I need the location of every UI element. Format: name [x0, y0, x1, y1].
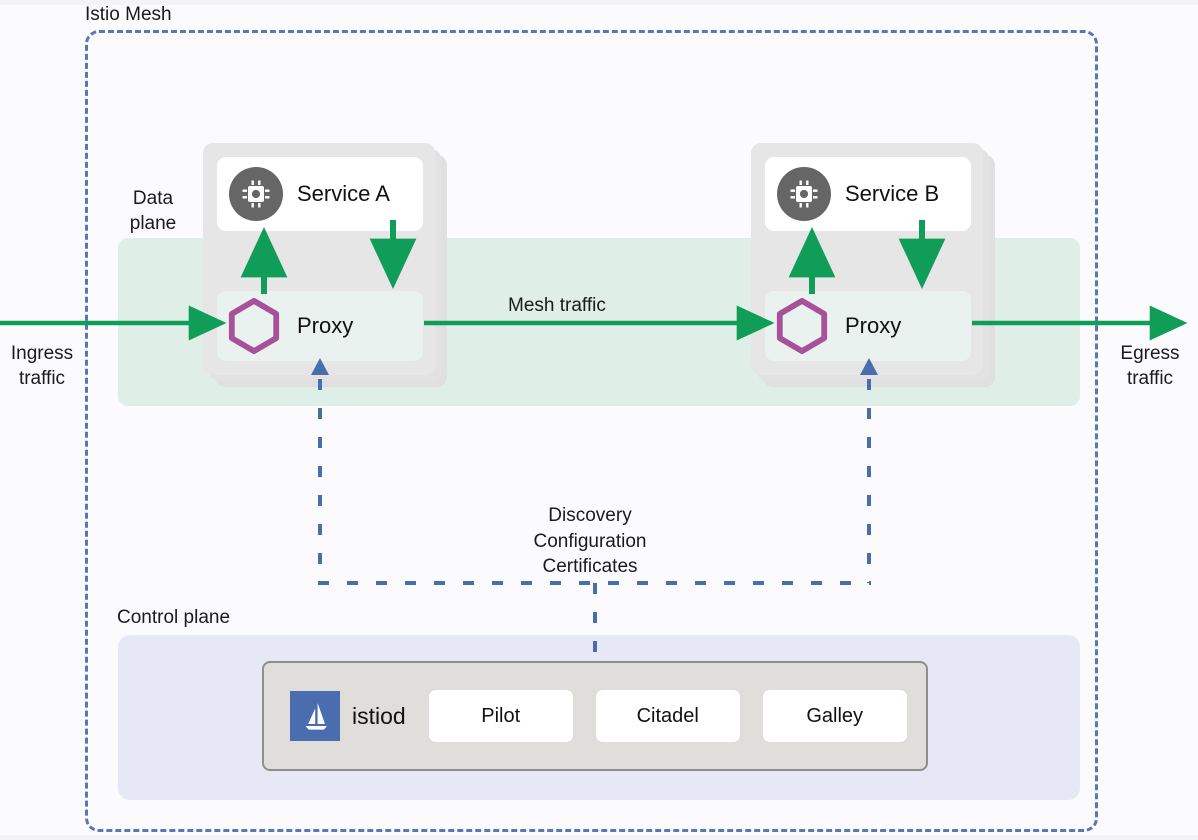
hexagon-icon: [776, 298, 828, 354]
egress-traffic-label: Egress traffic: [1120, 343, 1180, 389]
istio-mesh-boundary: [85, 30, 1098, 832]
service-b-label: Service B: [845, 181, 940, 206]
proxy-b-box: Proxy: [765, 291, 971, 361]
proxy-a-label: Proxy: [297, 313, 354, 338]
istiod-container: istiod Pilot Citadel Galley: [262, 661, 928, 771]
component-pilot[interactable]: Pilot: [428, 690, 573, 742]
proxy-a-box: Proxy: [217, 291, 423, 361]
data-plane-label: Data plane: [129, 188, 177, 234]
top-strip: [0, 0, 1198, 5]
istio-sailboat-logo-icon: [290, 691, 340, 741]
service-b-box: Service B: [765, 157, 971, 231]
hexagon-icon: [228, 298, 280, 354]
service-a-box: Service A: [217, 157, 423, 231]
pod-service-a: Service A Proxy: [203, 143, 459, 399]
component-citadel[interactable]: Citadel: [595, 690, 740, 742]
discovery-config-certificates-label: Discovery Configuration Certificates: [533, 505, 647, 577]
proxy-b-label: Proxy: [845, 313, 902, 338]
bottom-strip: [0, 835, 1198, 840]
cpu-chip-icon: [229, 167, 283, 221]
component-galley-label: Galley: [806, 704, 864, 727]
mesh-title-label: Istio Mesh: [85, 4, 172, 25]
pod-service-b: Service B Proxy: [751, 143, 1007, 399]
component-citadel-label: Citadel: [636, 704, 699, 727]
component-galley[interactable]: Galley: [762, 690, 907, 742]
cpu-chip-icon: [777, 167, 831, 221]
component-pilot-label: Pilot: [481, 704, 521, 727]
istiod-label: istiod: [352, 702, 406, 729]
control-plane-label: Control plane: [117, 607, 231, 628]
service-a-label: Service A: [297, 181, 390, 206]
ingress-traffic-label: Ingress traffic: [10, 343, 74, 389]
mesh-traffic-label: Mesh traffic: [508, 295, 606, 316]
